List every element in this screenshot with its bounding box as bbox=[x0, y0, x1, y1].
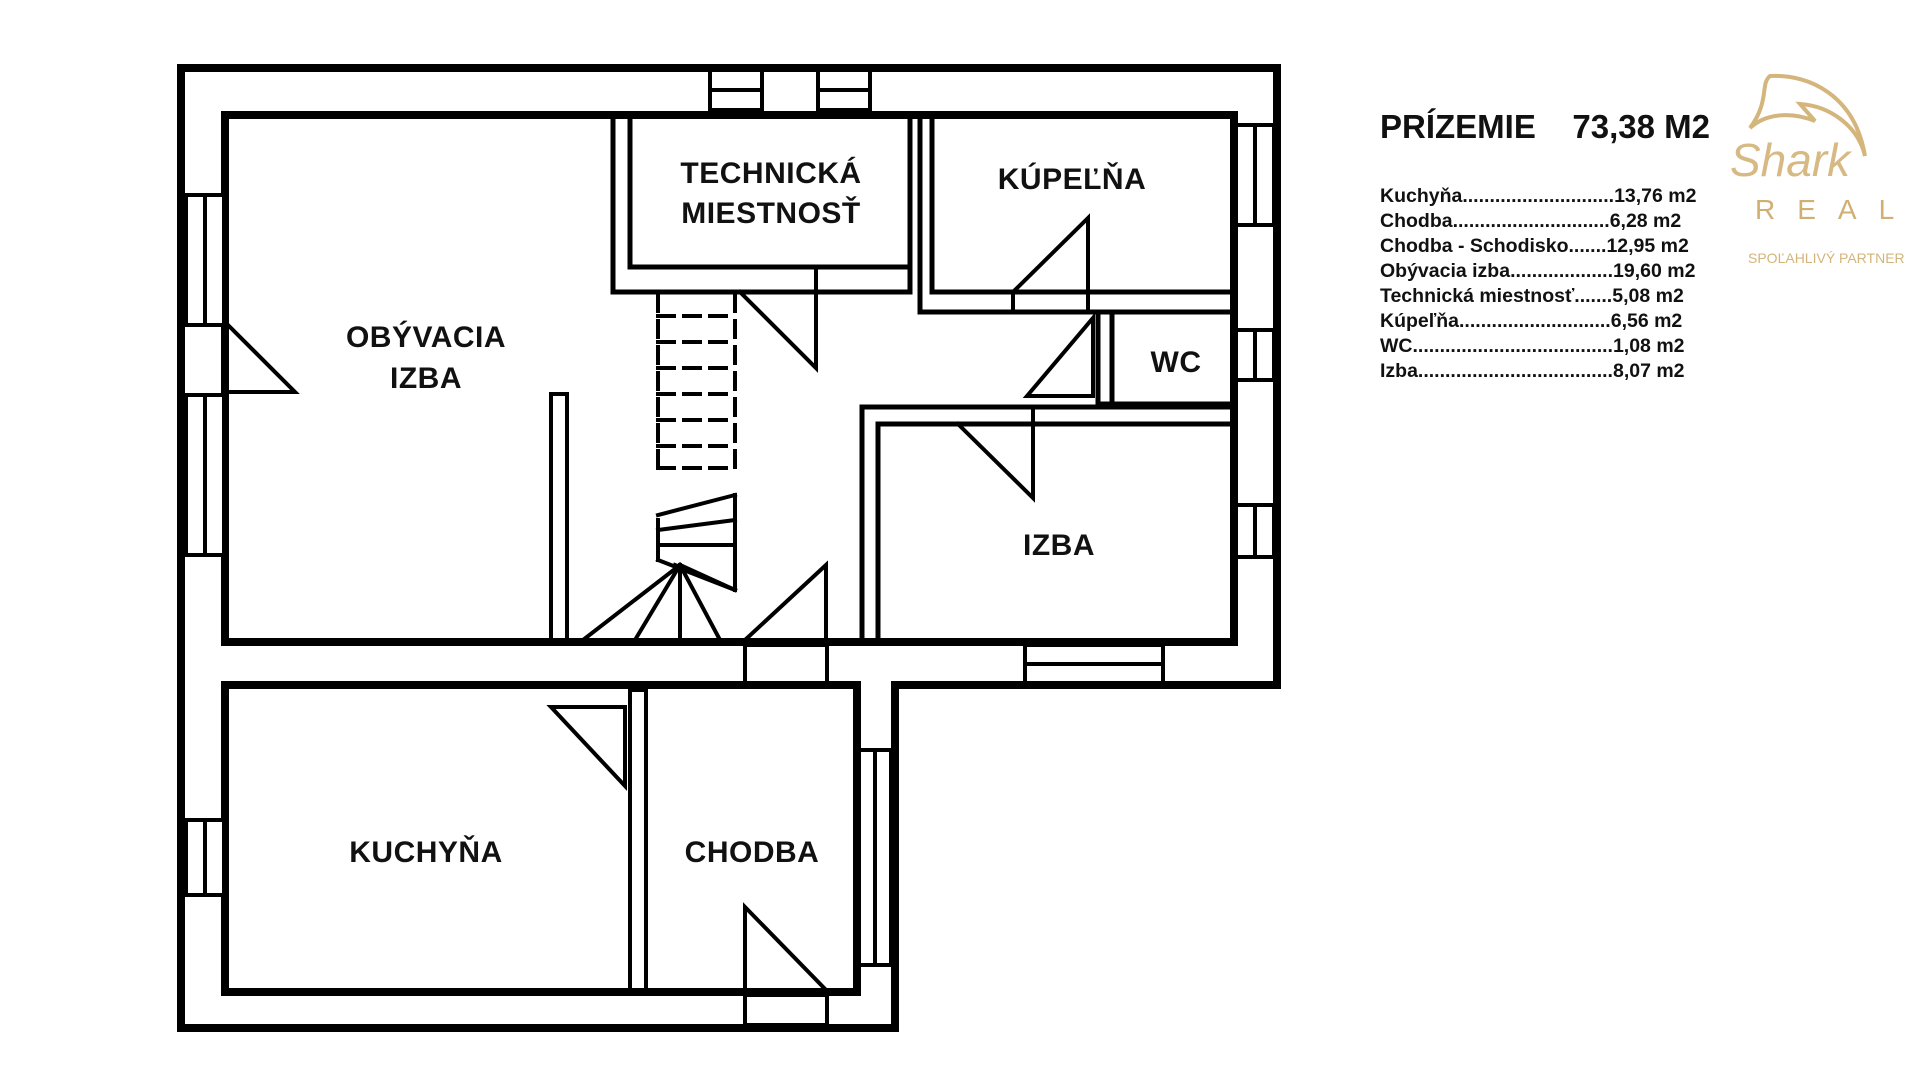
passage-opening bbox=[743, 643, 829, 685]
label-technical-2: MIESTNOSŤ bbox=[681, 196, 861, 230]
legend-value: 6,56 m2 bbox=[1610, 310, 1683, 332]
legend-label: Obývacia izba................... bbox=[1380, 260, 1614, 282]
window-hallway-right bbox=[857, 748, 893, 967]
shark-icon bbox=[1748, 73, 1867, 157]
label-wc: WC bbox=[1151, 346, 1202, 379]
window-top-2 bbox=[816, 68, 872, 112]
izba-outer-wall bbox=[859, 404, 1235, 643]
legend-row: Chodba.............................6,28 … bbox=[1380, 209, 1710, 234]
door-wc bbox=[1022, 312, 1095, 398]
wc-wall bbox=[1095, 309, 1235, 407]
legend-total: 73,38 M2 bbox=[1572, 108, 1710, 145]
legend-label: Izba.................................... bbox=[1380, 360, 1613, 382]
legend-value: 8,07 m2 bbox=[1612, 360, 1685, 382]
door-living bbox=[225, 322, 300, 394]
logo-script: Shark bbox=[1730, 134, 1852, 186]
label-technical-1: TECHNICKÁ bbox=[680, 156, 861, 190]
window-bottom-izba bbox=[1023, 643, 1165, 685]
window-left-3 bbox=[184, 818, 226, 897]
door-entrance bbox=[743, 902, 833, 994]
legend-row: Obývacia izba...................19,60 m2 bbox=[1380, 259, 1710, 284]
kitchen-hall-partition bbox=[628, 688, 648, 992]
legend-label: Chodba............................. bbox=[1380, 210, 1610, 232]
bathroom-inner-wall bbox=[929, 114, 1235, 295]
outer-wall bbox=[177, 64, 1281, 1032]
bathroom-wall bbox=[917, 114, 1235, 315]
legend-value: 5,08 m2 bbox=[1612, 285, 1684, 307]
door-bathroom bbox=[1011, 213, 1090, 314]
living-partition bbox=[549, 392, 569, 642]
entrance-opening bbox=[743, 993, 829, 1027]
legend-label: Kuchyňa............................ bbox=[1380, 185, 1615, 207]
legend-title: PRÍZEMIE bbox=[1380, 108, 1536, 145]
label-bathroom: KÚPEĽŇA bbox=[998, 162, 1147, 196]
legend-row: Technická miestnosť.......5,08 m2 bbox=[1380, 284, 1710, 309]
legend-value: 12,95 m2 bbox=[1606, 235, 1689, 257]
label-living-1: OBÝVACIA bbox=[346, 320, 506, 354]
technical-room-inner bbox=[627, 114, 913, 270]
legend-label: Technická miestnosť....... bbox=[1380, 285, 1613, 307]
legend-label: WC..................................... bbox=[1380, 335, 1613, 357]
door-technical bbox=[737, 268, 818, 373]
legend-value: 13,76 m2 bbox=[1614, 185, 1697, 207]
izba-inner-wall bbox=[875, 421, 1235, 643]
winding-stairs bbox=[580, 492, 738, 643]
legend-value: 1,08 m2 bbox=[1612, 335, 1685, 357]
legend-value: 19,60 m2 bbox=[1613, 260, 1696, 282]
label-hallway: CHODBA bbox=[685, 836, 820, 869]
door-kitchen bbox=[546, 705, 627, 792]
window-right-1 bbox=[1234, 123, 1276, 227]
legend-row: Izba....................................… bbox=[1380, 359, 1710, 384]
legend-row: Chodba - Schodisko.......12,95 m2 bbox=[1380, 234, 1710, 259]
area-legend: PRÍZEMIE 73,38 M2 Kuchyňa...............… bbox=[1380, 108, 1710, 384]
legend-row: WC.....................................1… bbox=[1380, 334, 1710, 359]
logo-wordmark: REAL bbox=[1755, 194, 1912, 225]
label-kitchen: KUCHYŇA bbox=[349, 835, 503, 869]
stairs bbox=[656, 293, 737, 472]
window-left-2 bbox=[184, 393, 226, 557]
legend-row: Kuchyňa............................13,76… bbox=[1380, 184, 1710, 209]
logo-tagline: SPOĽAHLIVÝ PARTNER bbox=[1748, 250, 1905, 266]
legend-value: 6,28 m2 bbox=[1609, 210, 1682, 232]
door-stairs bbox=[742, 560, 828, 643]
legend-row: Kúpeľňa............................6,56 … bbox=[1380, 309, 1710, 334]
legend-rows: Kuchyňa............................13,76… bbox=[1380, 184, 1710, 384]
label-izba: IZBA bbox=[1023, 529, 1095, 562]
window-right-3 bbox=[1234, 503, 1276, 559]
legend-header: PRÍZEMIE 73,38 M2 bbox=[1380, 108, 1710, 146]
label-living-2: IZBA bbox=[390, 362, 462, 395]
door-izba bbox=[955, 405, 1035, 503]
window-left-1 bbox=[184, 193, 226, 327]
legend-label: Chodba - Schodisko....... bbox=[1380, 235, 1607, 257]
window-right-2 bbox=[1234, 328, 1276, 382]
window-top-1 bbox=[708, 68, 764, 112]
shark-real-logo: Shark REAL SPOĽAHLIVÝ PARTNER bbox=[1730, 73, 1912, 266]
legend-label: Kúpeľňa............................ bbox=[1380, 310, 1611, 332]
